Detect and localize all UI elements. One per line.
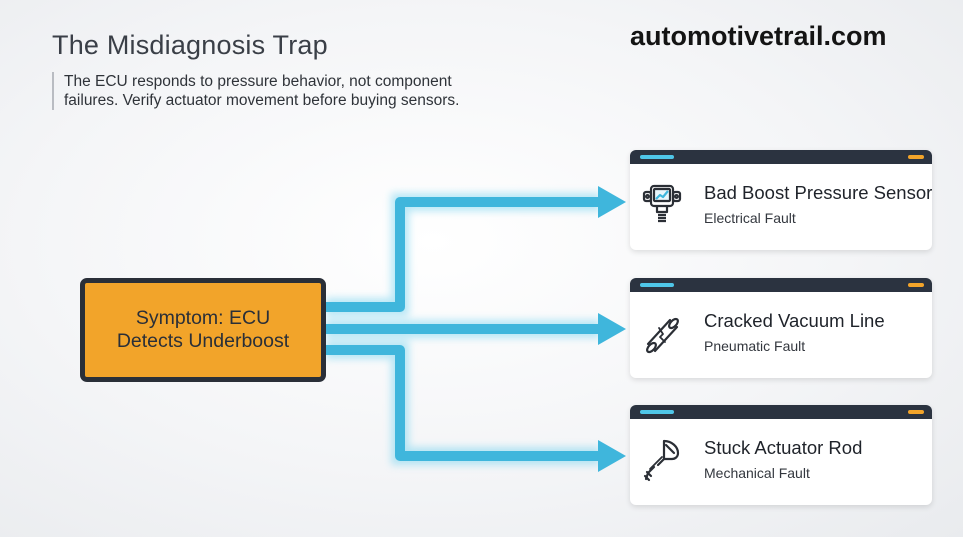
arrow-to-actuator	[326, 345, 600, 461]
cause-card-vacuum-line: Cracked Vacuum Line Pneumatic Fault	[630, 278, 932, 378]
card-header-bar	[630, 150, 932, 164]
cause-type: Electrical Fault	[704, 210, 796, 226]
card-header-bar	[630, 278, 932, 292]
subtitle-line-1: The ECU responds to pressure behavior, n…	[64, 73, 452, 90]
cause-type: Mechanical Fault	[704, 465, 810, 481]
symptom-box: Symptom: ECU Detects Underboost	[80, 278, 326, 382]
symptom-line-2: Detects Underboost	[116, 330, 290, 352]
cause-card-actuator: Stuck Actuator Rod Mechanical Fault	[630, 405, 932, 505]
diagram-subtitle: The ECU responds to pressure behavior, n…	[52, 72, 504, 110]
pressure-sensor-icon	[642, 184, 682, 223]
card-header-bar	[630, 405, 932, 419]
cracked-hose-icon	[646, 317, 679, 354]
cause-name: Bad Boost Pressure Sensor	[704, 182, 932, 203]
arrowhead-vacuum-line	[598, 313, 626, 345]
cause-type: Pneumatic Fault	[704, 338, 806, 354]
symptom-line-1: Symptom: ECU	[135, 307, 271, 329]
cause-card-sensor: Bad Boost Pressure Sensor Electrical Fau…	[630, 150, 932, 250]
actuator-rod-icon	[643, 439, 680, 482]
diagram-title: The Misdiagnosis Trap	[52, 30, 328, 60]
subtitle-line-2: failures. Verify actuator movement befor…	[64, 92, 460, 109]
cause-name: Stuck Actuator Rod	[704, 437, 863, 458]
cause-name: Cracked Vacuum Line	[704, 310, 885, 331]
brand-url: automotivetrail.com	[630, 21, 887, 51]
arrow-to-sensor	[326, 197, 600, 312]
arrowhead-actuator	[598, 440, 626, 472]
arrowhead-sensor	[598, 186, 626, 218]
